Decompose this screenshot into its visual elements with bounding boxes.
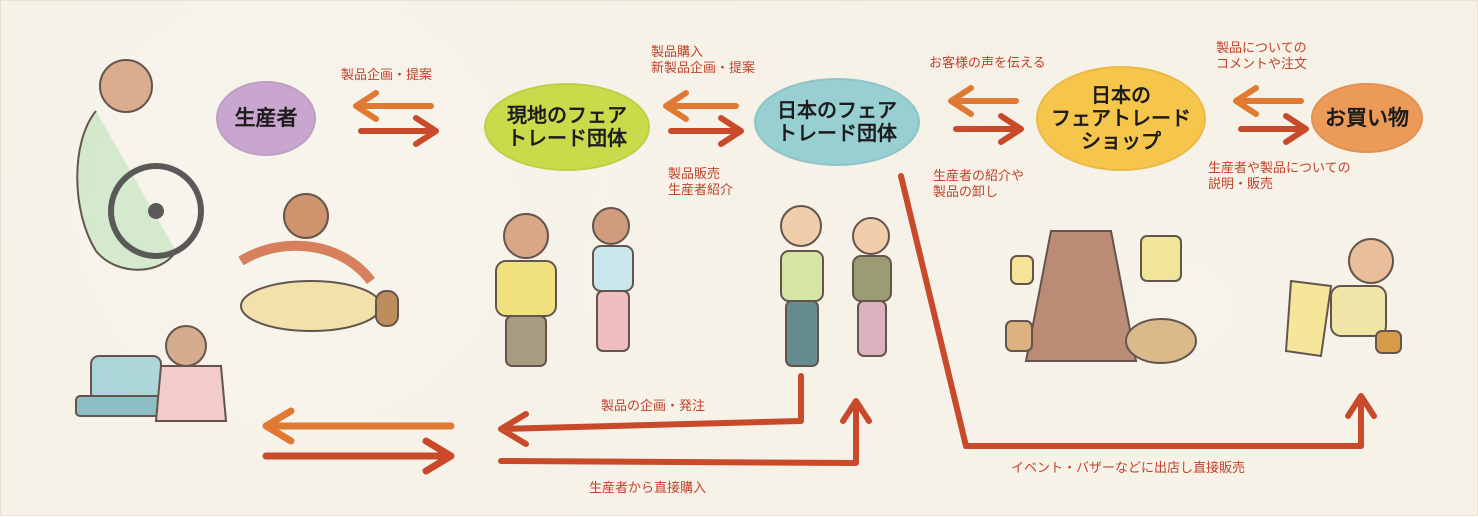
label-event-sales: イベント・バザーなどに出店し直接販売 (1011, 461, 1246, 476)
arrow-event-sales (898, 173, 1377, 449)
label-customer-voice: お客様の声を伝える (929, 56, 1046, 71)
arrow-plan-order (498, 373, 804, 447)
arrow-left-local (663, 90, 739, 122)
label-plan-proposal: 製品企画・提案 (341, 68, 433, 83)
producer-weaver-illustration (76, 59, 204, 271)
arrow-right-local (668, 115, 744, 147)
local-org-people-illustration (495, 207, 634, 367)
arrow-direct-purchase (498, 398, 872, 466)
label-comments-orders: 製品についての コメントや注文 (1216, 41, 1308, 73)
arrow-left-producer (353, 90, 434, 122)
node-japan-shop: 日本の フェアトレード ショップ (1036, 66, 1206, 171)
arrow-right-shop (1238, 113, 1309, 145)
node-producer: 生産者 (216, 81, 316, 156)
label-explain-sell: 生産者や製品についての 説明・販売 (1208, 161, 1351, 193)
node-shopping: お買い物 (1311, 83, 1423, 153)
arrow-bottom-right-from-producer (262, 437, 455, 475)
label-direct-purchase: 生産者から直接購入 (589, 481, 707, 496)
arrow-right-japan (953, 113, 1024, 145)
producer-embroidery-illustration (238, 193, 399, 332)
arrow-bottom-left-to-producer (262, 407, 455, 445)
label-sales-intro: 製品販売 生産者紹介 (668, 167, 734, 199)
japan-org-people-illustration (780, 205, 892, 367)
label-purchase-new-plan: 製品購入 新製品企画・提案 (651, 45, 756, 77)
producer-sewing-illustration (75, 325, 228, 422)
arrow-left-japan (948, 85, 1019, 117)
arrow-left-shop (1233, 85, 1304, 117)
shopper-illustration (1284, 238, 1402, 358)
node-japan-org: 日本のフェア トレード団体 (754, 78, 920, 166)
label-intro-wholesale: 生産者の紹介や 製品の卸し (933, 169, 1025, 201)
node-local-org: 現地のフェア トレード団体 (484, 83, 650, 171)
label-plan-order: 製品の企画・発注 (601, 399, 706, 414)
arrow-right-producer (358, 115, 439, 147)
shop-products-illustration (1005, 230, 1197, 364)
